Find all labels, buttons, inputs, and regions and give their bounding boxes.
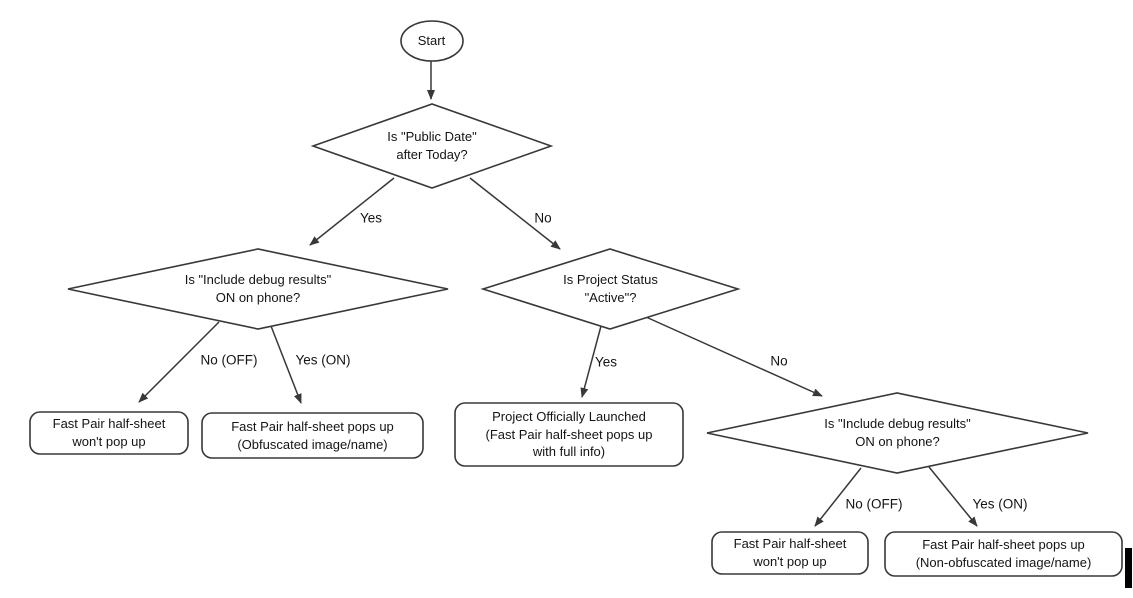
edge-nooff-to-no-popup-left [138, 321, 220, 403]
edge-yeson-to-obfuscated [270, 325, 302, 404]
result-obfuscated-shape [201, 412, 424, 459]
cursor-bar-artifact [1125, 548, 1132, 588]
decision-public-date-shape [310, 103, 554, 189]
decision-project-status-shape [480, 248, 741, 330]
result-non-obfuscated-shape [884, 531, 1123, 577]
decision-debug-left-shape [67, 248, 449, 330]
edge-no-to-project-status [469, 177, 561, 250]
result-launched-shape [454, 402, 684, 467]
edge-no-to-debug-right [645, 316, 823, 397]
edge-nooff-to-no-popup-right [814, 467, 862, 527]
edge-yeson-to-non-obfuscated [928, 466, 978, 527]
edge-yes-to-debug-left [309, 177, 395, 246]
node-shapes [29, 20, 1132, 588]
result-no-popup-left-shape [29, 411, 189, 455]
edge-lines [138, 61, 978, 527]
decision-debug-right-shape [706, 392, 1089, 474]
edge-yes-to-launched [580, 325, 602, 398]
result-no-popup-right-shape [711, 531, 869, 575]
start-ellipse [400, 20, 464, 62]
